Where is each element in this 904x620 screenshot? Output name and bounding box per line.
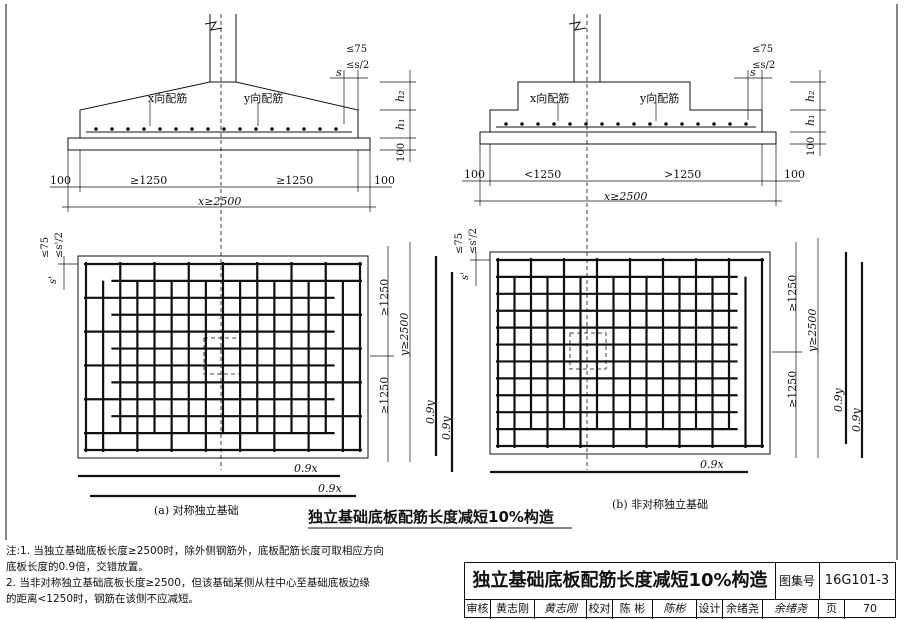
y-bar-label-b: y向配筋 [639,91,679,105]
plan-y-total-a: y≥2500 [398,313,411,357]
footing-a-outline [79,81,359,138]
column-a-break [204,21,223,31]
main-title: 独立基础底板配筋长度减短10%构造 [308,508,554,526]
plan-s-a: s' [48,276,59,284]
edge-100-right-a: 100 [374,174,395,187]
half-left-b: <1250 [524,168,561,181]
h2-b: h₂ [804,91,817,103]
note-line: 注:1. 当独立基础底板长度≥2500时，除外侧钢筋外，底板配筋长度可取相应方向 [6,545,384,557]
plan-le75-b: ≤75 [454,233,465,254]
plan-a-outline [77,255,369,459]
y-bar-label-a: y向配筋 [243,91,283,105]
plan-09y-inner-a: 0.9y [424,400,437,424]
x-bar-label-b: x向配筋 [530,91,569,105]
rebar-dots-a [94,127,338,131]
dim-s-b: s [750,66,756,79]
plan-b: ≤75 ≤s'/2 s' ≥1250 y≥2500 ≥1250 0.9y 0.9… [454,228,864,511]
dim-les2-a: ≤s/2 [346,60,369,71]
check-signature: 陈彬 [653,599,697,619]
plan-09y-inner-b: 0.9y [832,388,845,412]
half-right-b: >1250 [664,168,701,181]
rebar-grid-b [496,258,764,448]
design-label: 设计 [697,599,723,619]
section-b: x向配筋 y向配筋 s ≤75 ≤s/2 h₂ h₁ 100 100 100 <… [462,14,826,470]
edge-100-right-b: 100 [784,168,805,181]
half-right-a: ≥1250 [276,174,313,187]
plan-y-total-b: y≥2500 [806,309,819,353]
design-signature: 余绪尧 [763,599,819,619]
plan-09y-outer-b: 0.9y [850,408,863,432]
plan-09x-inner-b: 0.9x [700,458,724,471]
plan-les2-a: ≤s'/2 [54,232,65,258]
total-b: x≥2500 [604,190,647,203]
x-bar-label-a: x向配筋 [148,91,187,105]
bottom-100-a: 100 [396,143,407,162]
blinding-a [67,137,371,151]
note-line: 的距离<1250时，钢筋在该侧不应减短。 [6,593,200,605]
total-a: x≥2500 [198,195,241,208]
plan-y-half-top-b: ≥1250 [786,275,799,312]
section-a: x向配筋 y向配筋 s ≤75 ≤s/2 h₂ h₁ 100 100 100 ≥… [50,14,416,470]
column-a-plan [203,337,241,375]
page-number: 70 [863,602,877,615]
review-signature: 黄志刚 [535,599,587,619]
dim-le75-b: ≤75 [752,44,773,55]
note-line: 底板长度的0.9倍，交错放置。 [6,561,149,573]
check-name: 陈 彬 [613,599,653,619]
review-label: 审核 [465,599,491,619]
blinding-b [479,131,777,145]
h1-b: h₁ [804,115,817,127]
page-label: 页 [819,599,845,619]
half-left-a: ≥1250 [130,174,167,187]
rebar-grid-a [84,262,362,452]
bottom-100-b: 100 [806,137,817,156]
plan-b-outline [489,251,771,455]
plan-y-half-bottom-b: ≥1250 [786,371,799,408]
plan-y-half-top-a: ≥1250 [378,279,391,316]
edge-100-left-a: 100 [50,174,71,187]
h1-a: h₁ [394,119,407,131]
caption-a: (a) 对称独立基础 [154,503,239,517]
plan-le75-a: ≤75 [40,237,51,258]
atlas-number: 16G101-3 [824,573,890,588]
title-block-title: 独立基础底板配筋长度减短10%构造 [465,563,776,599]
plan-09y-outer-a: 0.9y [440,416,453,440]
plan-s-b: s' [460,272,471,280]
plan-y-half-bottom-a: ≥1250 [378,377,391,414]
dim-les2-b: ≤s/2 [752,60,775,71]
check-label: 校对 [587,599,613,619]
column-b-plan [569,332,607,370]
review-name: 黄志刚 [491,599,535,619]
h2-a: h₂ [394,91,407,103]
title-block: 独立基础底板配筋长度减短10%构造 图集号 16G101-3 审核 黄志刚 黄志… [464,562,896,619]
plan-a: ≤75 ≤s'/2 s' ≥1250 y≥2500 ≥1250 0.9y 0.9… [40,232,454,517]
notes-block: 注:1. 当独立基础底板长度≥2500时，除外侧钢筋外，底板配筋长度可取相应方向… [6,543,456,607]
footing-b-outline [489,81,763,132]
plan-09x-outer-a: 0.9x [318,482,342,495]
edge-100-left-b: 100 [464,168,485,181]
design-name: 余绪尧 [723,599,763,619]
dim-s-a: s [336,66,342,79]
note-line: 2. 当非对称独立基础底板长度≥2500，但该基础某侧从柱中心至基础底板边缘 [6,577,370,589]
dim-le75-a: ≤75 [346,44,367,55]
plan-09x-inner-a: 0.9x [294,462,318,475]
atlas-label: 图集号 [775,563,820,599]
rebar-dots-b [504,122,748,126]
caption-b: (b) 非对称独立基础 [612,497,708,511]
column-b-break [568,21,587,31]
plan-les2-b: ≤s'/2 [468,228,479,254]
